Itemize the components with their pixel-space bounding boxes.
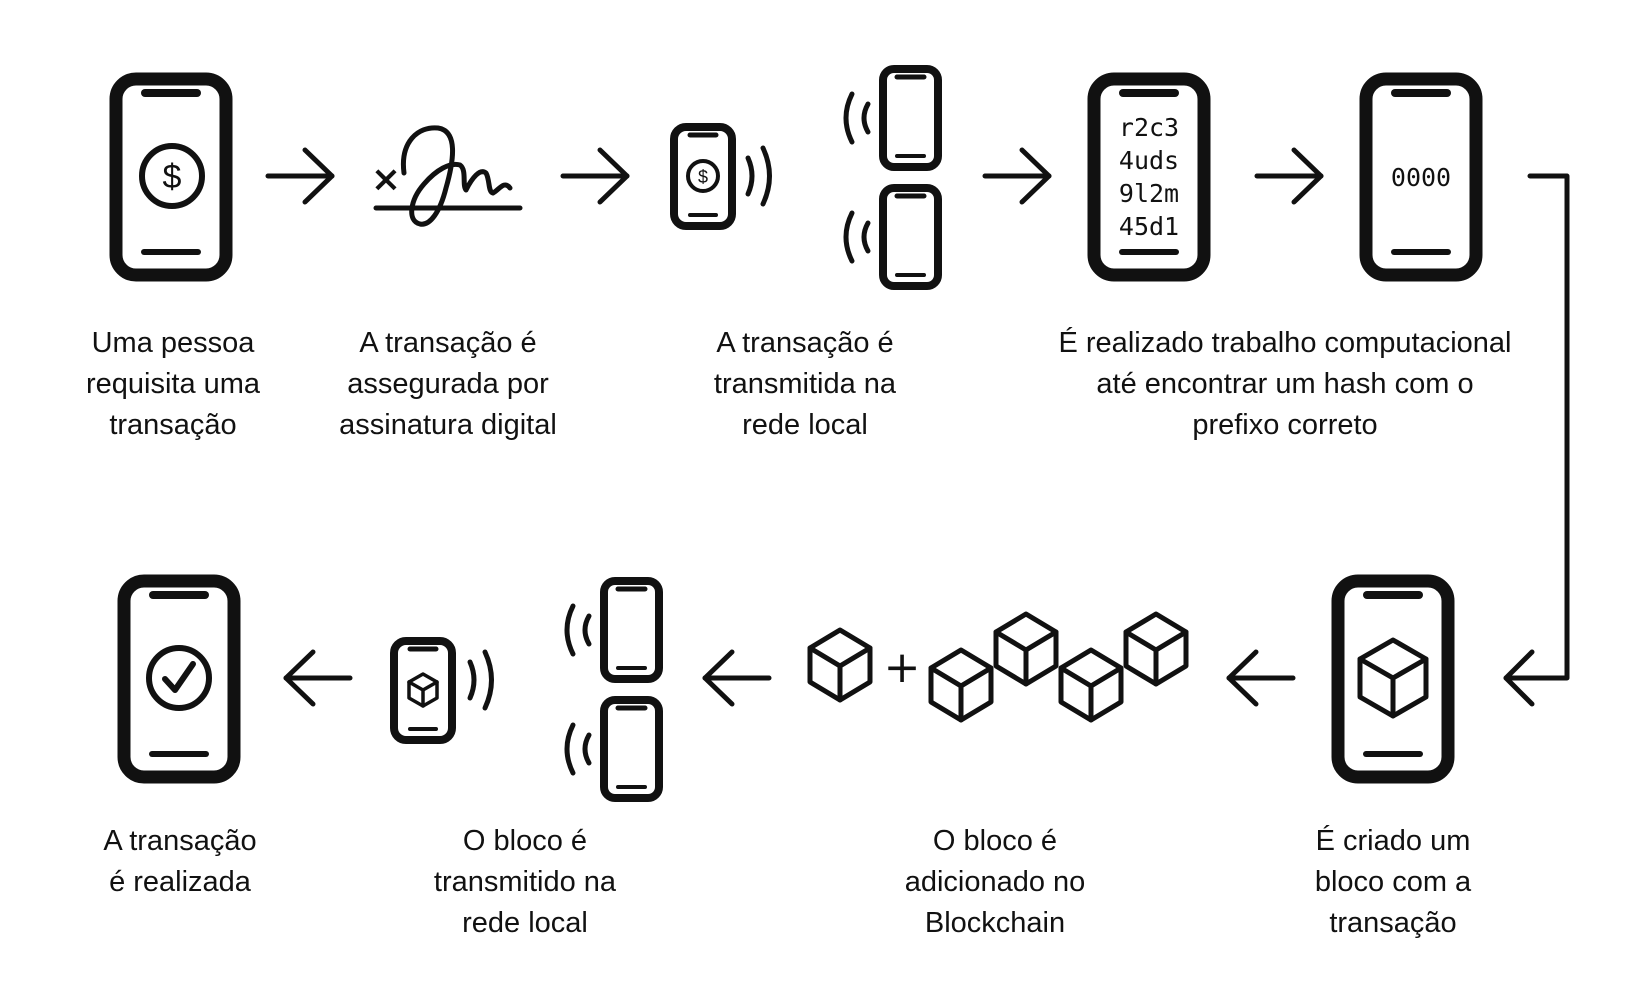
svg-text:9l2m: 9l2m: [1119, 179, 1179, 208]
arrow-left-icon: [1226, 649, 1296, 707]
chain-block-icon: [1123, 611, 1189, 687]
chain-block-icon: [928, 647, 994, 723]
block-added-to-chain-icon: +: [807, 611, 1189, 723]
phone-check-icon: [117, 574, 241, 784]
svg-text:4uds: 4uds: [1119, 146, 1179, 175]
svg-text:+: +: [884, 642, 921, 693]
new-block-icon: [807, 627, 873, 703]
receiving-phone-bottom-icon: [564, 696, 663, 802]
svg-text:r2c3: r2c3: [1119, 113, 1179, 142]
chain-block-icon: [1058, 647, 1124, 723]
arrow-right-icon: [560, 147, 630, 205]
svg-text:45d1: 45d1: [1119, 212, 1179, 241]
receiving-phone-top-icon: [564, 577, 663, 683]
connector-arrow-icon: [1503, 173, 1570, 707]
phone-dollar-icon: $: [109, 72, 233, 282]
arrow-right-icon: [982, 147, 1052, 205]
arrow-left-icon: [283, 649, 353, 707]
receiving-phone-top-icon: [843, 65, 942, 171]
svg-text:×: ×: [371, 159, 401, 200]
phone-hashing-icon: r2c3 4uds 9l2m 45d1: [1087, 72, 1211, 282]
phone-block-broadcast-icon: [390, 637, 494, 744]
arrow-right-icon: [1254, 147, 1324, 205]
signature-icon: ×: [371, 125, 523, 227]
svg-text:$: $: [698, 167, 708, 187]
arrow-right-icon: [265, 147, 335, 205]
phone-block-icon: [1331, 574, 1455, 784]
phone-hash-prefix-icon: 0000: [1359, 72, 1483, 282]
receiving-phone-bottom-icon: [843, 184, 942, 290]
arrow-left-icon: [702, 649, 772, 707]
svg-text:$: $: [163, 158, 182, 196]
chain-block-icon: [993, 611, 1059, 687]
svg-text:0000: 0000: [1391, 163, 1451, 192]
phone-broadcast-icon: $: [670, 123, 772, 230]
